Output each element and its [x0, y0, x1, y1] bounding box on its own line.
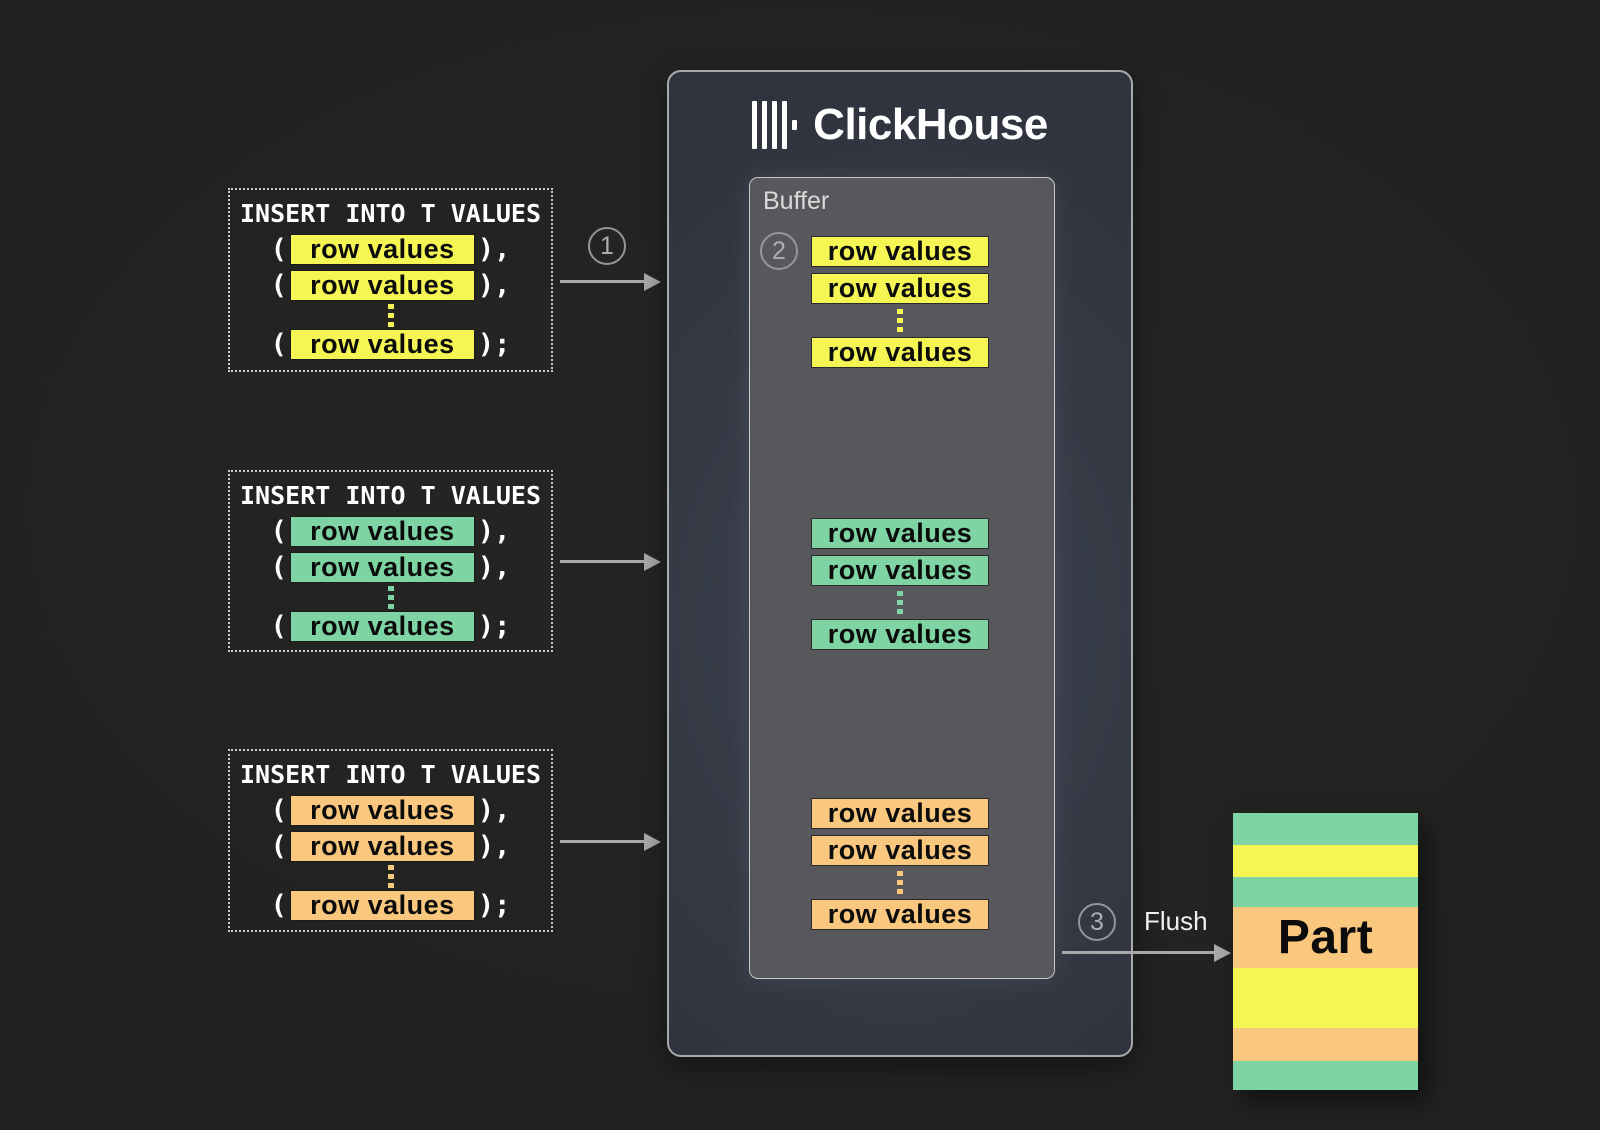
insert-row: ( row values ); — [270, 611, 511, 642]
paren-close: ), — [477, 552, 511, 583]
row-values-chip: row values — [289, 831, 475, 862]
buffer-row-chip: row values — [811, 273, 989, 304]
buffer-label: Buffer — [763, 187, 830, 215]
insert-row: ( row values ), — [270, 270, 511, 301]
part-stripe: Part — [1233, 907, 1418, 968]
insert-statement-box-1: INSERT INTO T VALUES ( row values ), ( r… — [228, 188, 553, 372]
clickhouse-panel: ClickHouse Buffer 2 row values row value… — [667, 70, 1133, 1057]
paren-close: ), — [477, 831, 511, 862]
step-3-badge: 3 — [1078, 903, 1116, 941]
ellipsis-dots — [387, 304, 394, 327]
row-values-chip: row values — [289, 270, 475, 301]
buffer-row-chip: row values — [811, 619, 989, 650]
paren-close: ); — [477, 329, 511, 360]
insert-title: INSERT INTO T VALUES — [239, 760, 542, 789]
part-label: Part — [1277, 911, 1374, 964]
row-values-chip: row values — [289, 795, 475, 826]
paren-open: ( — [270, 795, 287, 826]
part-stripe — [1233, 968, 1418, 1028]
insert-row: ( row values ), — [270, 516, 511, 547]
row-values-chip: row values — [289, 516, 475, 547]
buffer-group-orange: row values row values row values — [811, 798, 989, 936]
part-stripe — [1233, 1028, 1418, 1061]
insert-title: INSERT INTO T VALUES — [239, 199, 542, 228]
paren-close: ); — [477, 890, 511, 921]
buffer-row-chip: row values — [811, 518, 989, 549]
row-values-chip: row values — [289, 611, 475, 642]
step-2-badge: 2 — [760, 232, 798, 270]
row-values-chip: row values — [289, 329, 475, 360]
paren-open: ( — [270, 270, 287, 301]
insert-row: ( row values ), — [270, 831, 511, 862]
part-stripe — [1233, 813, 1418, 845]
arrow-right-icon — [560, 560, 644, 563]
paren-open: ( — [270, 329, 287, 360]
ellipsis-dots — [387, 586, 394, 609]
buffer-row-chip: row values — [811, 236, 989, 267]
buffer-row-chip: row values — [811, 798, 989, 829]
insert-statement-box-2: INSERT INTO T VALUES ( row values ), ( r… — [228, 470, 553, 652]
paren-close: ), — [477, 795, 511, 826]
row-values-chip: row values — [289, 234, 475, 265]
paren-close: ), — [477, 234, 511, 265]
ellipsis-dots — [897, 871, 903, 894]
row-values-chip: row values — [289, 552, 475, 583]
clickhouse-header: ClickHouse — [669, 100, 1131, 150]
insert-statement-box-3: INSERT INTO T VALUES ( row values ), ( r… — [228, 749, 553, 932]
clickhouse-logo-icon — [752, 101, 798, 149]
paren-open: ( — [270, 552, 287, 583]
insert-row: ( row values ), — [270, 552, 511, 583]
ellipsis-dots — [897, 591, 903, 614]
insert-title: INSERT INTO T VALUES — [239, 481, 542, 510]
flush-arrow-right-icon — [1062, 951, 1214, 954]
buffer-group-green: row values row values row values — [811, 518, 989, 656]
paren-close: ); — [477, 611, 511, 642]
buffer-row-chip: row values — [811, 555, 989, 586]
paren-open: ( — [270, 831, 287, 862]
step-1-badge: 1 — [588, 227, 626, 265]
buffer-row-chip: row values — [811, 835, 989, 866]
part-stripe — [1233, 877, 1418, 907]
buffer-row-chip: row values — [811, 899, 989, 930]
buffer-row-chip: row values — [811, 337, 989, 368]
insert-row: ( row values ); — [270, 890, 511, 921]
insert-row: ( row values ), — [270, 795, 511, 826]
paren-open: ( — [270, 611, 287, 642]
buffer-box: Buffer 2 row values row values row value… — [749, 177, 1055, 979]
insert-row: ( row values ); — [270, 329, 511, 360]
paren-close: ), — [477, 270, 511, 301]
flush-label: Flush — [1144, 906, 1208, 936]
ellipsis-dots — [387, 865, 394, 888]
insert-row: ( row values ), — [270, 234, 511, 265]
paren-open: ( — [270, 234, 287, 265]
paren-open: ( — [270, 516, 287, 547]
part-stripe — [1233, 1061, 1418, 1090]
part-box: Part — [1233, 813, 1418, 1090]
clickhouse-title: ClickHouse — [813, 100, 1048, 149]
paren-close: ), — [477, 516, 511, 547]
arrow-right-icon — [560, 280, 644, 283]
arrow-right-icon — [560, 840, 644, 843]
ellipsis-dots — [897, 309, 903, 332]
row-values-chip: row values — [289, 890, 475, 921]
part-stripe — [1233, 845, 1418, 877]
buffer-group-yellow: row values row values row values — [811, 236, 989, 374]
paren-open: ( — [270, 890, 287, 921]
